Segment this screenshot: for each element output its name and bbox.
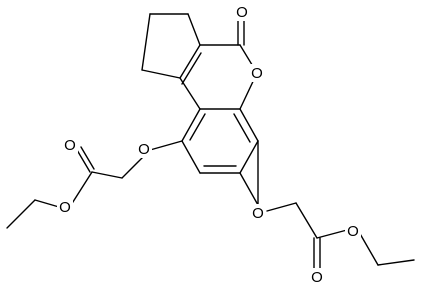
- bond: [149, 140, 183, 151]
- ether-oxygen-right-atom: O: [250, 204, 266, 222]
- atom-labels: O O O O O O O: [57, 3, 361, 286]
- atom-label: O: [347, 223, 359, 240]
- bond: [233, 113, 251, 143]
- atom-label: O: [59, 199, 71, 216]
- bond: [316, 229, 348, 239]
- atom-label: O: [311, 269, 323, 286]
- bond: [181, 52, 202, 85]
- atom-label: O: [251, 65, 263, 82]
- bond: [181, 108, 201, 142]
- bond: [179, 44, 201, 79]
- bond: [295, 202, 318, 239]
- bond: [91, 171, 123, 179]
- ring-oxygen-atom: O: [249, 64, 265, 82]
- bond: [239, 108, 259, 142]
- bond: [76, 149, 91, 173]
- bond: [70, 171, 93, 206]
- bond: [358, 231, 379, 266]
- bond: [239, 172, 259, 206]
- bond: [34, 199, 60, 208]
- atom-label: O: [138, 141, 150, 158]
- ester-oxygen-left-atom: O: [57, 198, 73, 216]
- bond: [181, 140, 201, 174]
- bond: [80, 146, 95, 170]
- bond: [266, 202, 297, 212]
- bond-lines: [6, 13, 415, 273]
- bond: [187, 13, 201, 46]
- bond: [377, 259, 415, 266]
- carbonyl-oxygen-atom: O: [234, 3, 250, 21]
- atom-label: O: [236, 4, 248, 21]
- ester-carbonyl-oxygen-left-atom: O: [62, 136, 78, 154]
- ester-carbonyl-oxygen-right-atom: O: [309, 268, 325, 286]
- atom-label: O: [64, 137, 76, 154]
- bond: [141, 69, 181, 79]
- ester-oxygen-right-atom: O: [345, 222, 361, 240]
- atom-label: O: [252, 205, 264, 222]
- bond: [141, 13, 151, 71]
- bond: [239, 140, 259, 174]
- bond: [179, 77, 201, 110]
- bond: [6, 199, 36, 229]
- ether-oxygen-left-atom: O: [136, 140, 152, 158]
- bond: [189, 113, 206, 141]
